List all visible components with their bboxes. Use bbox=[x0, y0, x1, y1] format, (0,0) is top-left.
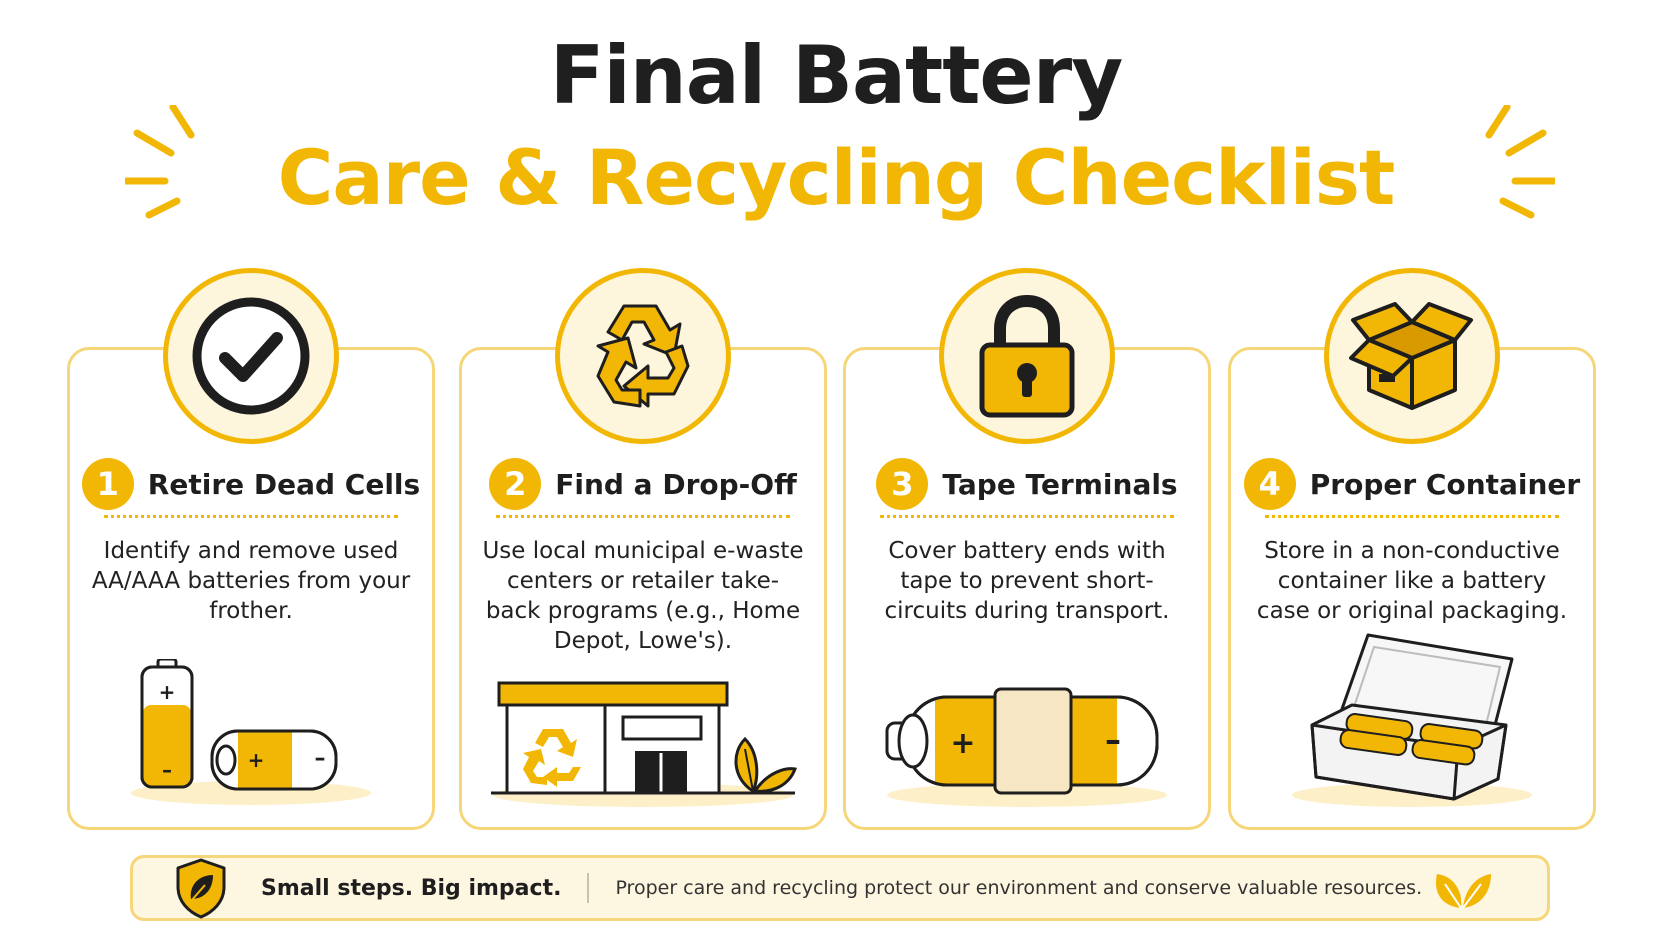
svg-text:–: – bbox=[1105, 721, 1121, 759]
recycling-center-illustration bbox=[462, 669, 824, 809]
batteries-illustration: + – + – bbox=[70, 659, 432, 809]
step-description-3: Cover battery ends with tape to prevent … bbox=[884, 538, 1170, 624]
step-card-4: 4 Proper Container Store in a non-conduc… bbox=[1228, 268, 1596, 830]
step-title-1: Retire Dead Cells bbox=[147, 467, 421, 501]
step-2-header: 2 Find a Drop-Off bbox=[462, 458, 824, 510]
title-line-1: Final Battery bbox=[549, 29, 1124, 122]
svg-text:–: – bbox=[315, 746, 326, 771]
step-3-header: 3 Tape Terminals bbox=[846, 458, 1208, 510]
step-card-1: 1 Retire Dead Cells Identify and remove … bbox=[67, 268, 435, 830]
step-title-4: Proper Container bbox=[1309, 467, 1581, 501]
step-description-2: Use local municipal e-waste centers or r… bbox=[482, 538, 804, 654]
box-icon bbox=[1349, 302, 1473, 410]
step-description-1: Identify and remove used AA/AAA batterie… bbox=[91, 538, 411, 624]
step-card-2: 2 Find a Drop-Off Use local municipal e-… bbox=[459, 268, 827, 830]
svg-text:+: + bbox=[950, 726, 975, 761]
step-2-icon-circle bbox=[555, 268, 731, 444]
step-3-divider bbox=[880, 515, 1174, 518]
burst-right-icon bbox=[1485, 105, 1555, 219]
step-1-header: 1 Retire Dead Cells bbox=[70, 458, 432, 510]
svg-text:–: – bbox=[162, 758, 172, 782]
step-card-3: 3 Tape Terminals Cover battery ends with… bbox=[843, 268, 1211, 830]
checkmark-icon bbox=[192, 297, 310, 415]
step-title-2: Find a Drop-Off bbox=[555, 467, 797, 501]
shield-leaf-icon bbox=[176, 858, 226, 919]
burst-left-icon bbox=[125, 105, 195, 219]
svg-text:+: + bbox=[159, 680, 176, 704]
footer-banner: Small steps. Big impact. Proper care and… bbox=[130, 855, 1550, 921]
recycle-icon bbox=[596, 304, 690, 408]
svg-text:+: + bbox=[248, 748, 265, 772]
step-number-3: 3 bbox=[876, 458, 929, 510]
step-number-4: 4 bbox=[1243, 458, 1296, 510]
title-line-2: Care & Recycling Checklist bbox=[277, 133, 1396, 222]
step-1-divider bbox=[104, 515, 398, 518]
padlock-icon bbox=[979, 294, 1075, 418]
step-4-divider bbox=[1265, 515, 1559, 518]
step-title-3: Tape Terminals bbox=[942, 467, 1178, 501]
footer-separator bbox=[587, 873, 590, 903]
step-description-4: Store in a non-conductive container like… bbox=[1256, 538, 1568, 624]
step-2-divider bbox=[496, 515, 790, 518]
leaf-icon bbox=[1436, 874, 1491, 909]
footer-tagline: Small steps. Big impact. bbox=[261, 875, 562, 901]
step-number-2: 2 bbox=[489, 458, 542, 510]
step-number-1: 1 bbox=[81, 458, 134, 510]
page-title: Final Battery Care & Recycling Checklist bbox=[0, 28, 1672, 228]
step-4-header: 4 Proper Container bbox=[1231, 458, 1593, 510]
step-1-icon-circle bbox=[163, 268, 339, 444]
step-4-icon-circle bbox=[1324, 268, 1500, 444]
battery-case-illustration bbox=[1231, 629, 1593, 809]
step-3-icon-circle bbox=[939, 268, 1115, 444]
taped-battery-illustration: + – bbox=[846, 679, 1208, 809]
footer-message: Proper care and recycling protect our en… bbox=[615, 877, 1423, 899]
